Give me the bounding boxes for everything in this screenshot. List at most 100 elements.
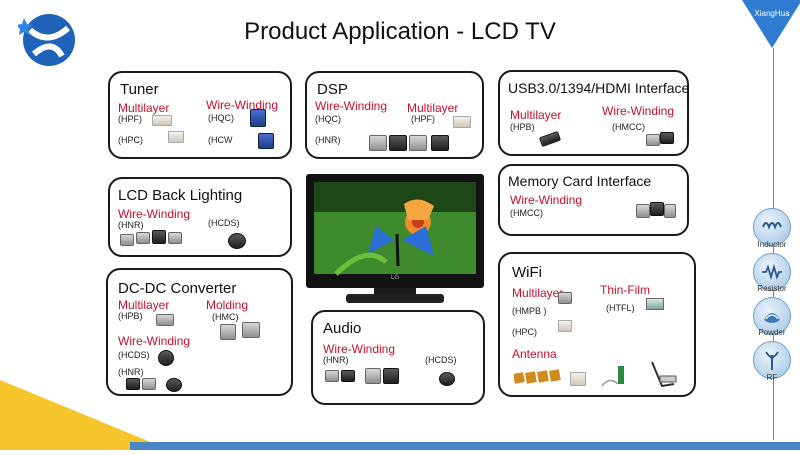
wifi-title: WiFi	[512, 264, 542, 281]
usb-box: USB3.0/1394/HDMI Interface Multilayer Wi…	[498, 70, 689, 156]
chip-component	[258, 133, 274, 149]
bottom-bar	[130, 442, 800, 450]
tuner-code-hqc: (HQC)	[208, 113, 234, 123]
dcdc-code-hcds: (HCDS)	[118, 350, 150, 360]
audio-box: Audio Wire-Winding (HNR) (HCDS)	[311, 310, 485, 405]
memory-code-hmcc: (HMCC)	[510, 208, 543, 218]
chip-component	[152, 115, 172, 126]
memory-title: Memory Card Interface	[508, 173, 652, 189]
audio-code-hcds: (HCDS)	[425, 355, 457, 365]
dsp-title: DSP	[317, 81, 348, 98]
wifi-code-htfl: (HTFL)	[606, 303, 635, 313]
audio-title: Audio	[323, 320, 362, 337]
tuner-code-hcw: (HCW	[208, 135, 233, 145]
tuner-title: Tuner	[120, 81, 159, 98]
memory-card-box: Memory Card Interface Wire-Winding (HMCC…	[498, 164, 689, 236]
dcdc-cat-multilayer: Multilayer	[118, 298, 170, 312]
chip-component	[228, 233, 246, 249]
dcdc-cat-wirewinding: Wire-Winding	[118, 334, 191, 348]
dcdc-code-hmc: (HMC)	[212, 312, 239, 322]
antenna-component	[513, 369, 564, 385]
chip-component	[136, 232, 150, 244]
antenna-component	[570, 372, 586, 386]
brand-flag: XiangHua	[742, 0, 800, 50]
tuner-code-hpf: (HPF)	[118, 114, 142, 124]
rf-antenna-icon[interactable]	[753, 341, 791, 379]
chip-component	[650, 202, 664, 216]
tv-brand: LG	[390, 275, 399, 281]
chip-component	[242, 322, 260, 338]
brand-name: XiangHua	[754, 9, 790, 18]
dsp-code-hpf: (HPF)	[411, 114, 435, 124]
chip-component	[558, 292, 572, 304]
wifi-code-hpc: (HPC)	[512, 327, 537, 337]
wifi-cat-thinfilm: Thin-Film	[600, 283, 650, 297]
powder-icon[interactable]	[753, 297, 791, 335]
dsp-code-hnr: (HNR)	[315, 135, 341, 145]
sidebar-label-rf: RF	[766, 373, 778, 382]
chip-component	[453, 116, 471, 128]
chip-component	[341, 370, 355, 382]
lcd-cat-wirewinding: Wire-Winding	[118, 207, 191, 221]
usb-code-hpb: (HPB)	[510, 122, 535, 132]
usb-title: USB3.0/1394/HDMI Interface	[508, 80, 690, 96]
chip-component	[220, 324, 236, 340]
resistor-icon[interactable]	[753, 253, 791, 291]
chip-component	[166, 378, 182, 392]
chip-component	[365, 368, 381, 384]
chip-component	[250, 109, 266, 127]
dsp-cat-wirewinding: Wire-Winding	[315, 99, 388, 113]
tuner-cat-multilayer: Multilayer	[118, 101, 170, 115]
chip-component	[558, 320, 572, 332]
chip-component	[152, 230, 166, 244]
dcdc-title: DC-DC Converter	[118, 280, 237, 297]
inductor-icon[interactable]	[753, 208, 791, 246]
antenna-component	[600, 358, 690, 390]
chip-component	[369, 135, 387, 151]
lcd-tv-image: LG	[306, 174, 484, 307]
tuner-box: Tuner Multilayer Wire-Winding (HPF) (HQC…	[108, 71, 292, 159]
lcd-code-hnr: (HNR)	[118, 220, 144, 230]
lcd-code-hcds: (HCDS)	[208, 218, 240, 228]
chip-component	[383, 368, 399, 384]
audio-code-hnr: (HNR)	[323, 355, 349, 365]
chip-component	[156, 314, 174, 326]
dcdc-cat-molding: Molding	[206, 298, 249, 312]
company-logo	[16, 10, 80, 68]
wifi-code-hmpb: (HMPB )	[512, 306, 547, 316]
chip-component	[158, 350, 174, 366]
chip-component	[409, 135, 427, 151]
dsp-code-hqc: (HQC)	[315, 114, 341, 124]
chip-component	[646, 134, 660, 146]
chip-component	[636, 204, 650, 218]
chip-component	[325, 370, 339, 382]
dsp-box: DSP Wire-Winding Multilayer (HQC) (HPF) …	[305, 71, 484, 159]
chip-component	[660, 132, 674, 144]
dcdc-code-hnr: (HNR)	[118, 367, 144, 377]
page-title: Product Application - LCD TV	[244, 18, 556, 45]
chip-component	[431, 135, 449, 151]
chip-component	[664, 204, 676, 218]
chip-component	[168, 131, 184, 143]
audio-cat-wirewinding: Wire-Winding	[323, 342, 396, 356]
sidebar-label-resistor: Resistor	[757, 284, 787, 293]
memory-cat-wirewinding: Wire-Winding	[510, 193, 583, 207]
sidebar-label-powder: Powder	[758, 328, 786, 337]
bottom-yellow-corner	[0, 380, 170, 450]
chip-component	[538, 130, 562, 148]
chip-component	[646, 298, 664, 310]
usb-cat-multilayer: Multilayer	[510, 108, 562, 122]
tuner-code-hpc: (HPC)	[118, 135, 143, 145]
chip-component	[120, 234, 134, 246]
chip-component	[389, 135, 407, 151]
usb-code-hmcc: (HMCC)	[612, 122, 645, 132]
wifi-cat-multilayer: Multilayer	[512, 286, 564, 300]
dcdc-code-hpb: (HPB)	[118, 311, 143, 321]
chip-component	[168, 232, 182, 244]
sidebar-label-inductor: Inductor	[757, 240, 787, 249]
chip-component	[126, 378, 140, 390]
chip-component	[439, 372, 455, 386]
usb-cat-wirewinding: Wire-Winding	[602, 104, 675, 118]
dcdc-converter-box: DC-DC Converter Multilayer Molding (HPB)…	[106, 268, 293, 396]
chip-component	[142, 378, 156, 390]
